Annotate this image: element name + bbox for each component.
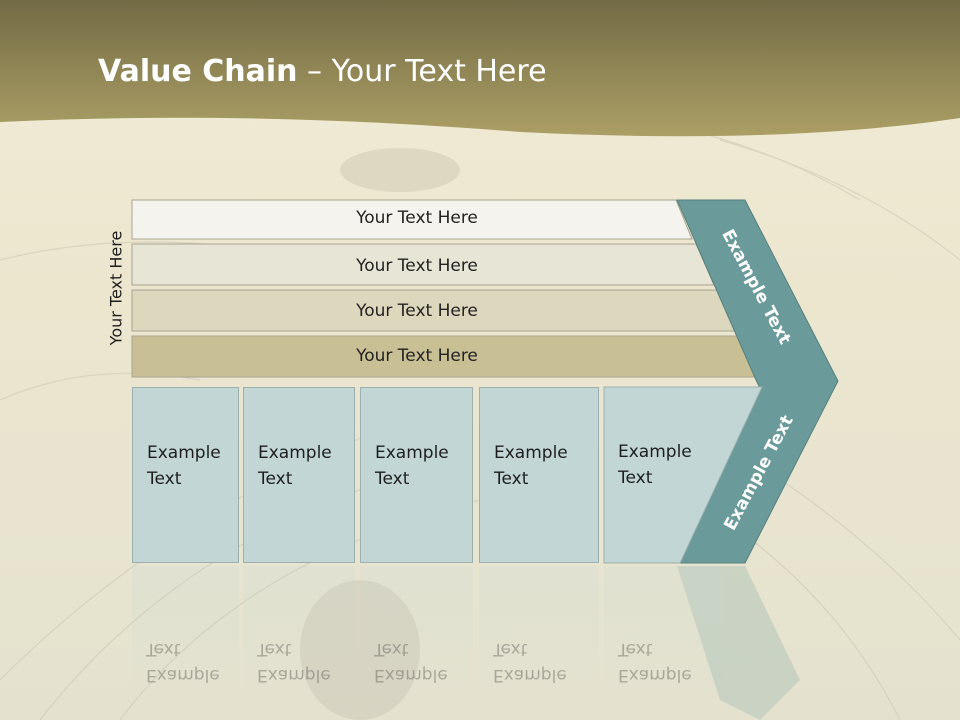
chevron-reflection [677, 566, 800, 720]
header-band [0, 0, 960, 137]
title-rest: – Your Text Here [297, 54, 547, 89]
row-label-2: Your Text Here [356, 256, 478, 276]
page-title: Value Chain – Your Text Here [98, 54, 547, 89]
title-bold: Value Chain [98, 54, 298, 89]
row-label-1: Your Text Here [356, 208, 478, 228]
row-label-3: Your Text Here [356, 301, 478, 321]
row-label-4: Your Text Here [356, 346, 478, 366]
column-5-shape [603, 386, 763, 564]
chevron-arrow [676, 199, 839, 564]
row-band-1 [131, 199, 693, 240]
